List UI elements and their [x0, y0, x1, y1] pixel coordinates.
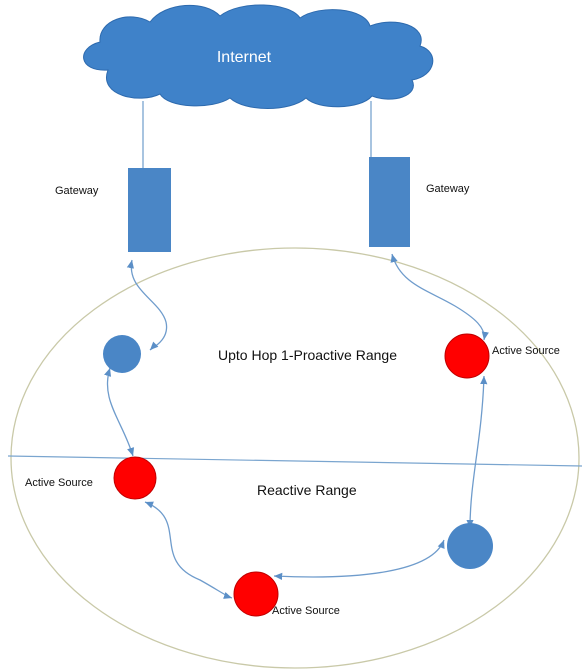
range-divider: [7, 455, 583, 467]
link-gateway-right-to-source: [390, 253, 489, 341]
active-source-top-right-label: Active Source: [492, 345, 560, 357]
link-node-to-source-left: [104, 367, 135, 457]
link-source-to-bottom-node: [466, 375, 488, 529]
active-source-bottom: [233, 571, 279, 617]
gateway-right: [369, 157, 410, 247]
active-source-left: [113, 456, 157, 500]
cloud-label: Internet: [217, 49, 272, 66]
gateway-left: [128, 168, 171, 252]
links: [104, 253, 489, 599]
link-gateway-left-to-node: [126, 259, 168, 351]
range-ellipse: [10, 247, 580, 669]
active-source-top-right: [444, 333, 490, 379]
active-source-bottom-label: Active Source: [272, 605, 340, 617]
link-bottom-node-to-source: [273, 539, 445, 581]
relay-node-bottom-right: [447, 523, 493, 569]
link-source-left-to-source-bottom: [144, 501, 233, 599]
proactive-range-label: Upto Hop 1-Proactive Range: [218, 347, 397, 363]
reactive-range-label: Reactive Range: [257, 482, 357, 498]
active-source-left-label: Active Source: [25, 477, 93, 489]
internet-cloud: Internet: [83, 4, 434, 109]
gateway-right-label: Gateway: [426, 183, 470, 195]
relay-node-top-left: [103, 335, 141, 373]
cloud-shape: [83, 4, 434, 109]
gateway-left-label: Gateway: [55, 185, 99, 197]
